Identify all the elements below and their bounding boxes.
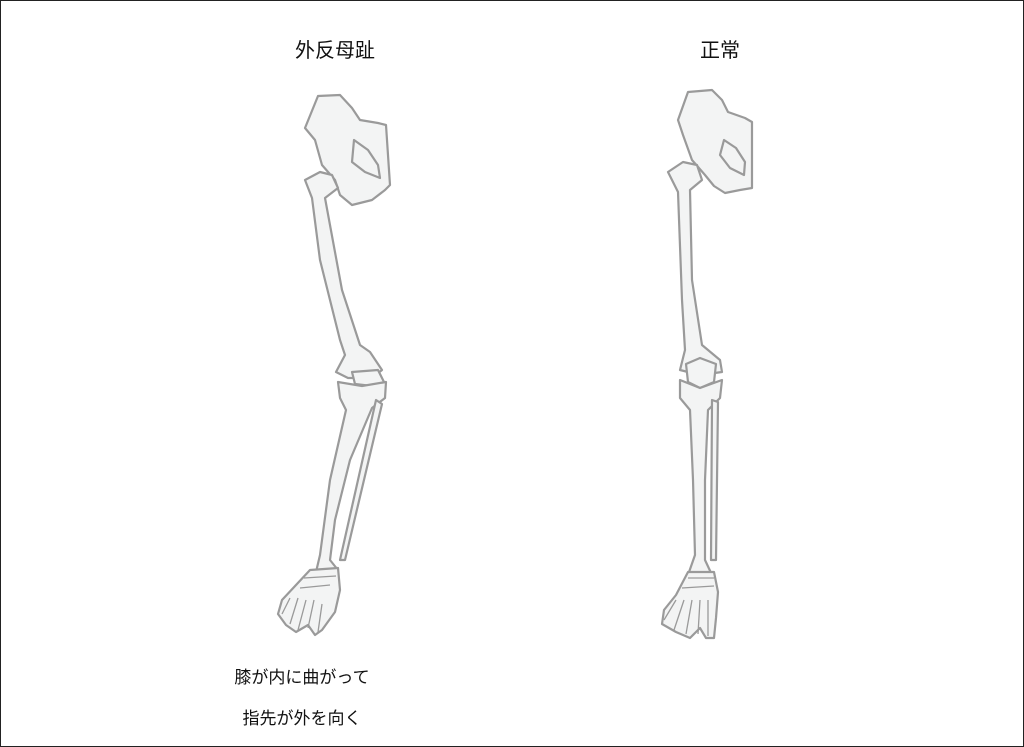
left-femur [303, 170, 384, 380]
left-leg-skeleton [276, 93, 392, 637]
right-fibula [709, 398, 720, 562]
caption-line-2: 指先が外を向く [242, 709, 362, 729]
right-leg-skeleton [660, 88, 754, 640]
left-title: 外反母趾 [295, 38, 375, 62]
right-title: 正常 [700, 38, 740, 62]
left-fibula [338, 398, 384, 562]
right-femur [666, 160, 724, 377]
caption-line-1: 膝が内に曲がって [234, 668, 370, 688]
left-pelvis [303, 93, 392, 207]
right-foot [660, 570, 720, 640]
right-obturator [718, 138, 747, 177]
left-tibia [314, 380, 388, 574]
right-tibia [678, 378, 724, 577]
left-obturator [350, 138, 382, 180]
